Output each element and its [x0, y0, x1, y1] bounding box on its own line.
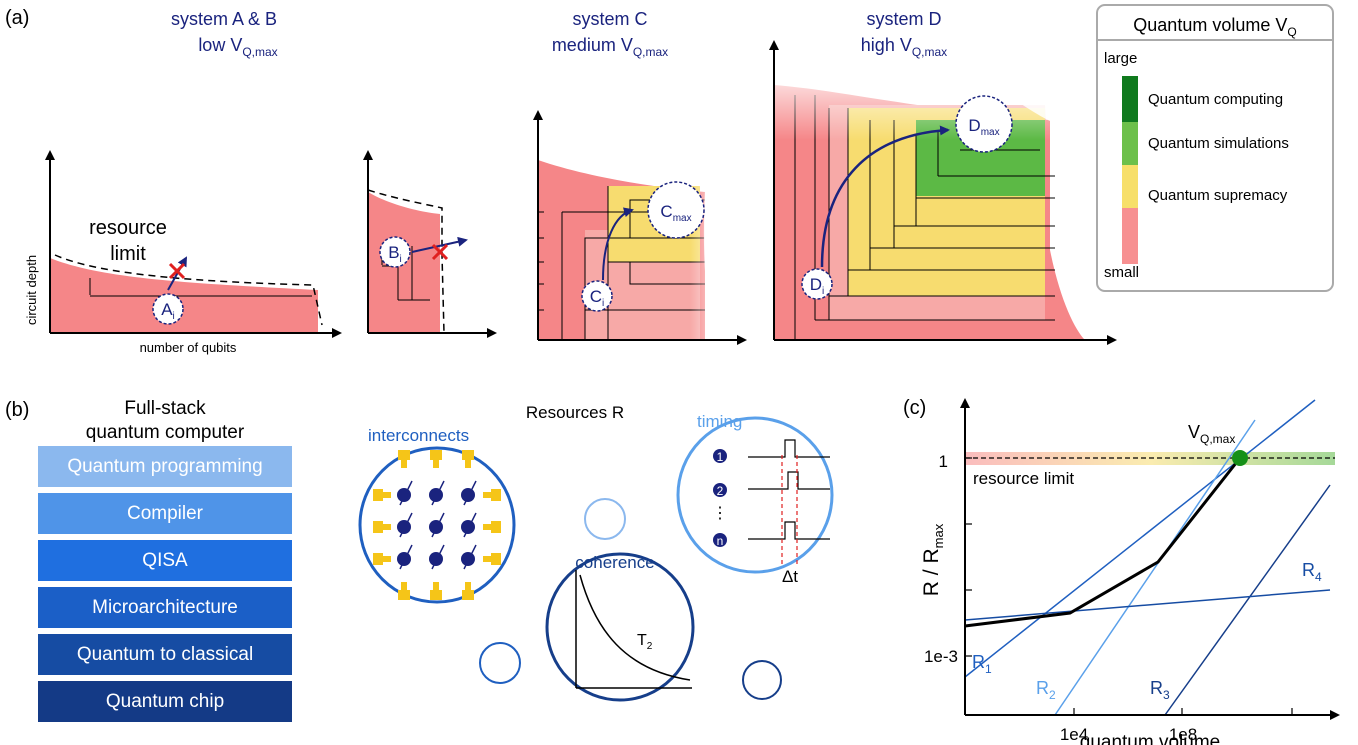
svg-text:Cmax: Cmax: [660, 202, 691, 224]
svg-text:Quantum simulations: Quantum simulations: [1148, 135, 1289, 152]
svg-text:Dmax: Dmax: [968, 116, 999, 138]
svg-text:system C: system C: [572, 9, 647, 29]
quantum-volume-legend: Quantum volume VQ large small Quantum co…: [1096, 4, 1334, 292]
svg-text:quantum computer: quantum computer: [86, 422, 245, 443]
timing-circle: [676, 416, 834, 574]
stack-layer-qisa: QISA: [38, 540, 292, 581]
decorative-circle: [479, 642, 521, 684]
xtick-1e4: 1e4: [1060, 725, 1088, 744]
series-r4-label: R4: [1302, 560, 1322, 584]
blocked-icon: [168, 262, 186, 280]
svg-text:Full-stack: Full-stack: [124, 398, 206, 419]
svg-text:medium VQ,max: medium VQ,max: [552, 35, 668, 59]
series-r3-label: R3: [1150, 678, 1170, 702]
series-r2-line: [1054, 419, 1256, 716]
x-axis-label: number of qubits: [140, 340, 237, 355]
stack-layer-quantum-chip: Quantum chip: [38, 681, 292, 722]
svg-text:⋮: ⋮: [712, 505, 728, 522]
series-r4-line: [964, 589, 1331, 621]
decorative-circle: [742, 660, 782, 700]
resource-limit-label-1: resource: [89, 217, 167, 239]
vq-max-point: [1232, 450, 1248, 466]
decorative-circle: [584, 498, 626, 540]
svg-text:Bi: Bi: [388, 243, 402, 265]
vq-max-label: VQ,max: [1188, 422, 1235, 446]
panel-a-label: (a): [5, 7, 29, 29]
svg-text:Quantum computing: Quantum computing: [1148, 91, 1283, 108]
xtick-1e8: 1e8: [1169, 725, 1197, 744]
system-d-plot: [769, 40, 1117, 345]
timing-label: timing: [697, 412, 742, 431]
resource-limit-curve: [54, 254, 323, 326]
title-ab-line1: system A & B: [171, 9, 277, 29]
title-ab-line2: low VQ,max: [198, 35, 277, 59]
coherence-label: coherence: [575, 553, 654, 572]
svg-text:large: large: [1104, 50, 1137, 67]
y-axis-label: circuit depth: [24, 255, 39, 325]
svg-text:1: 1: [717, 450, 724, 464]
y-axis-label: R / Rmax: [920, 523, 946, 596]
stack-layer-programming: Quantum programming: [38, 446, 292, 487]
panel-c-label: (c): [903, 397, 926, 419]
series-r3-line: [1164, 484, 1331, 716]
stack-layer-compiler: Compiler: [38, 493, 292, 534]
resource-limit-label-2: limit: [110, 243, 146, 265]
svg-text:Ci: Ci: [590, 287, 605, 309]
system-c-plot: [530, 110, 747, 350]
system-a-plot: [45, 150, 342, 338]
svg-text:n: n: [717, 534, 724, 548]
series-r1-line: [964, 399, 1316, 678]
stack-layer-quantum-to-classical: Quantum to classical: [38, 634, 292, 675]
resource-chart: [960, 398, 1340, 720]
svg-text:high VQ,max: high VQ,max: [861, 35, 947, 59]
interconnects-label: interconnects: [368, 426, 469, 445]
svg-text:Quantum supremacy: Quantum supremacy: [1148, 187, 1288, 204]
blocked-icon: [431, 243, 449, 261]
x-axis-label: quantum volume: [1080, 732, 1220, 745]
series-r1-label: R1: [972, 652, 992, 676]
svg-text:Di: Di: [810, 275, 825, 297]
resource-limit-label: resource limit: [973, 469, 1074, 488]
system-b-plot: [363, 150, 497, 338]
svg-text:2: 2: [717, 484, 724, 498]
stack-layer-microarchitecture: Microarchitecture: [38, 587, 292, 628]
point-bi: [379, 236, 411, 268]
ytick-1: 1: [939, 452, 948, 471]
svg-text:Quantum volume VQ: Quantum volume VQ: [1133, 15, 1296, 39]
resources-title: Resources R: [526, 403, 624, 422]
point-a-label: Ai: [161, 300, 175, 322]
svg-text:system D: system D: [866, 9, 941, 29]
series-r2-label: R2: [1036, 678, 1056, 702]
interconnects-circle: [358, 446, 516, 604]
delta-t-label: Δt: [782, 567, 798, 586]
coherence-circle: [545, 552, 695, 702]
svg-text:small: small: [1104, 264, 1139, 281]
point-ai: [152, 293, 184, 325]
max-resource-curve: [964, 457, 1242, 628]
t2-label: T2: [637, 632, 653, 652]
panel-b-label: (b): [5, 399, 29, 421]
ytick-1e-3: 1e-3: [924, 647, 958, 666]
